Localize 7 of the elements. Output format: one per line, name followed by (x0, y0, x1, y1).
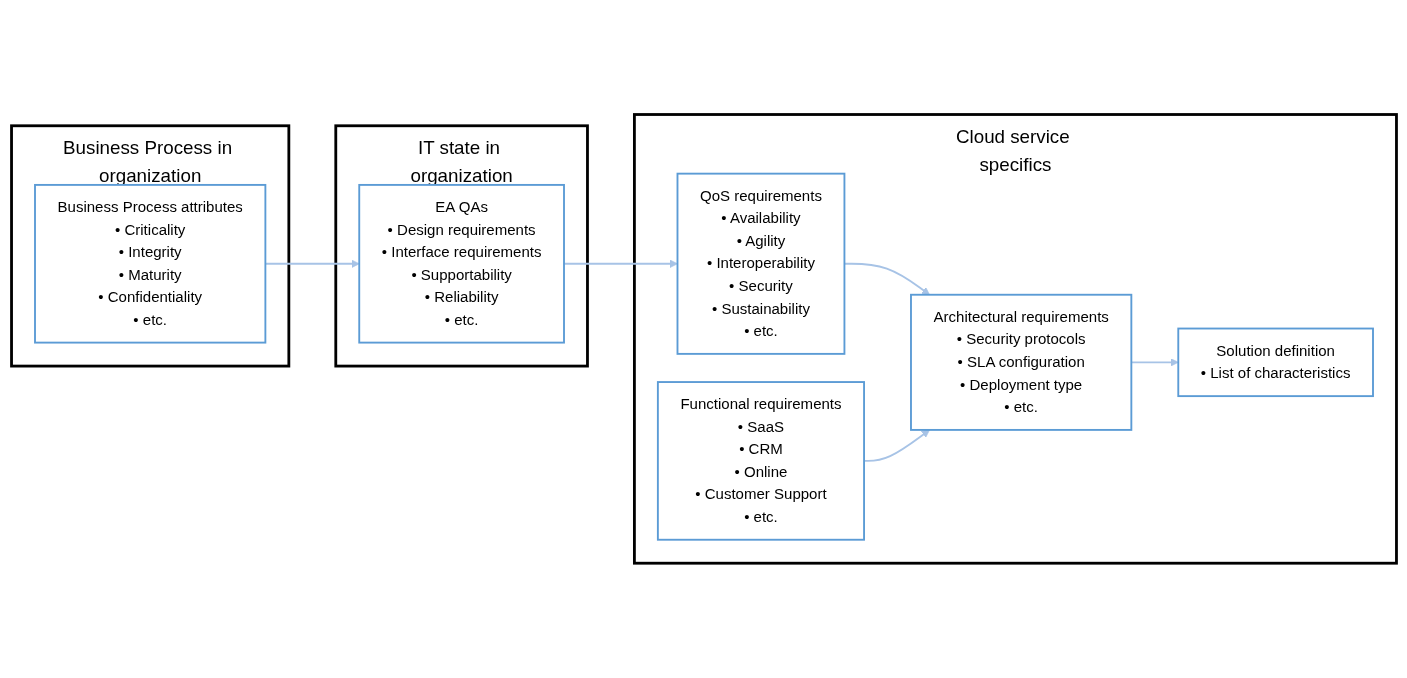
node-box: Architectural requirements • Security protocols • SLA configuration • Deployment type • etc. (909, 293, 1132, 431)
arrow (843, 262, 930, 296)
node-box: QoS requirements • Availability • Agility • Interoperability • Security • Sustainability • etc. (676, 172, 845, 355)
node-box: Solution definition • List of characteristics (1176, 327, 1374, 398)
node-box: Functional requirements • SaaS • CRM • Online • Customer Support • etc. (656, 381, 865, 541)
node-box: Business Process attributes • Criticality • Integrity • Maturity • Confidentiality • etc. (33, 184, 266, 344)
node-box: EA QAs • Design requirements • Interface requirements • Supportability • Reliability • etc. (357, 184, 565, 344)
